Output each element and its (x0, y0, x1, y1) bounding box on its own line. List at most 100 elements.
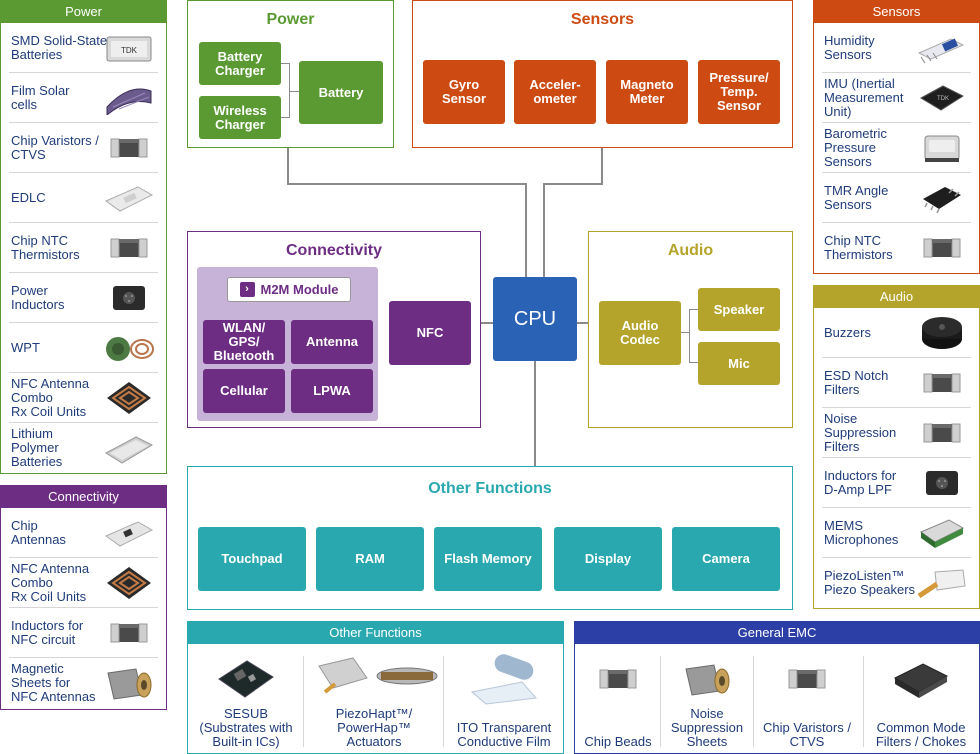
product-label: EDLC (11, 189, 46, 205)
svg-text:TDK: TDK (121, 46, 138, 55)
product-row[interactable]: Inductors for D-Amp LPF (822, 458, 971, 508)
product-item[interactable]: Noise Suppression Sheets (663, 650, 751, 749)
chip-antenna-icon (102, 513, 156, 553)
coil-unit-icon (102, 563, 156, 603)
product-row[interactable]: TMR Angle Sensors (822, 173, 971, 223)
ram-block: RAM (316, 527, 424, 591)
sesub-module-icon (190, 650, 302, 708)
sensors-group: Sensors Gyro Sensor Acceler- ometer Magn… (412, 0, 793, 148)
connector-line (287, 183, 527, 185)
product-row[interactable]: Power Inductors (9, 273, 158, 323)
product-row[interactable]: Magnetic Sheets for NFC Antennas (9, 658, 158, 708)
product-label: Inductors for NFC circuit (11, 617, 84, 647)
cellular-block: Cellular (203, 369, 285, 413)
audio-codec-block: Audio Codec (599, 301, 681, 365)
audio-panel-title: Audio (814, 286, 979, 308)
divider (753, 656, 754, 747)
audio-group: Audio Audio Codec Speaker Mic (588, 231, 793, 428)
svg-text:TDK: TDK (937, 96, 949, 102)
display-block: Display (554, 527, 662, 591)
product-row[interactable]: Noise Suppression Filters (822, 408, 971, 458)
product-item[interactable]: Common Mode Filters / Chokes (867, 650, 975, 749)
connector-line (287, 148, 289, 184)
solar-film-icon (102, 78, 156, 118)
chip-component-icon (102, 228, 156, 268)
connector-line (689, 362, 698, 363)
product-label: ITO Transparent Conductive Film (456, 720, 552, 749)
product-label: Buzzers (824, 324, 871, 340)
product-row[interactable]: EDLC (9, 173, 158, 223)
film-roll-icon (446, 650, 562, 708)
magnetic-sheet-icon (102, 663, 156, 703)
product-label: Humidity Sensors (824, 32, 875, 62)
product-row[interactable]: NFC Antenna Combo Rx Coil Units (9, 558, 158, 608)
product-label: Chip NTC Thermistors (824, 233, 893, 262)
connectivity-group-title: Connectivity (285, 242, 382, 259)
connector-line (281, 117, 290, 118)
chip-component-icon (915, 413, 969, 453)
product-row[interactable]: Chip NTC Thermistors (822, 223, 971, 273)
magnetic-sheet-icon (663, 650, 751, 708)
battery-charger-block: Battery Charger (199, 42, 281, 85)
mic-block: Mic (698, 342, 780, 385)
other-functions-group: Other Functions Touchpad RAM Flash Memor… (187, 466, 793, 610)
product-row[interactable]: Lithium Polymer Batteries (9, 423, 158, 473)
product-row[interactable]: ESD Notch Filters (822, 358, 971, 408)
connector-line (289, 91, 299, 92)
audio-group-title: Audio (667, 242, 714, 259)
product-item[interactable]: ITO Transparent Conductive Film (446, 650, 562, 749)
product-label: ESD Notch Filters (824, 367, 889, 397)
product-item[interactable]: Chip Beads (577, 650, 659, 749)
piezo-speaker-icon (915, 563, 969, 603)
ic-package-icon (915, 178, 969, 218)
imu-chip-icon: TDK (915, 78, 969, 118)
product-row[interactable]: Humidity Sensors (822, 23, 971, 73)
product-label: Power Inductors (11, 282, 65, 312)
connector-line (534, 360, 536, 467)
connector-line (543, 183, 603, 185)
product-label: Common Mode Filters / Chokes (875, 720, 967, 749)
product-label: Noise Suppression Filters (824, 410, 897, 454)
other-functions-group-title: Other Functions (428, 480, 552, 497)
product-row[interactable]: Chip Varistors / CTVS (9, 123, 158, 173)
chip-component-icon (102, 128, 156, 168)
product-label: Noise Suppression Sheets (670, 706, 744, 749)
product-row[interactable]: WPT (9, 323, 158, 373)
product-item[interactable]: SESUB (Substrates with Built-in ICs) (190, 650, 302, 749)
inductor-icon (102, 278, 156, 318)
touchpad-block: Touchpad (198, 527, 306, 591)
divider (660, 656, 661, 747)
product-row[interactable]: PiezoListen™ Piezo Speakers (822, 558, 971, 608)
mems-mic-icon (915, 513, 969, 553)
product-row[interactable]: Chip Antennas (9, 508, 158, 558)
connectivity-panel-title: Connectivity (1, 486, 166, 508)
piezo-actuator-icon (306, 650, 442, 708)
product-row[interactable]: MEMS Microphones (822, 508, 971, 558)
divider (303, 656, 304, 747)
sensors-panel-title: Sensors (814, 1, 979, 23)
power-group: Power Battery Charger Wireless Charger B… (187, 0, 394, 148)
connector-line (543, 183, 545, 278)
nfc-block: NFC (389, 301, 471, 365)
humidity-sensor-icon (915, 28, 969, 68)
antenna-block: Antenna (291, 320, 373, 364)
product-row[interactable]: Chip NTC Thermistors (9, 223, 158, 273)
product-row[interactable]: Buzzers (822, 308, 971, 358)
chip-component-icon (577, 650, 659, 708)
product-row[interactable]: IMU (Inertial Measurement Unit)TDK (822, 73, 971, 123)
power-panel-title: Power (1, 1, 166, 23)
product-row[interactable]: NFC Antenna Combo Rx Coil Units (9, 373, 158, 423)
product-label: NFC Antenna Combo Rx Coil Units (11, 375, 90, 419)
product-label: Chip Antennas (11, 517, 66, 547)
product-item[interactable]: Chip Varistors / CTVS (757, 650, 857, 749)
connector-line (601, 148, 603, 184)
product-row[interactable]: Barometric Pressure Sensors (822, 123, 971, 173)
product-row[interactable]: Film Solar cells (9, 73, 158, 123)
product-row[interactable]: Inductors for NFC circuit (9, 608, 158, 658)
product-item[interactable]: PiezoHapt™/ PowerHap™ Actuators (306, 650, 442, 749)
gyro-sensor-block: Gyro Sensor (423, 60, 505, 124)
